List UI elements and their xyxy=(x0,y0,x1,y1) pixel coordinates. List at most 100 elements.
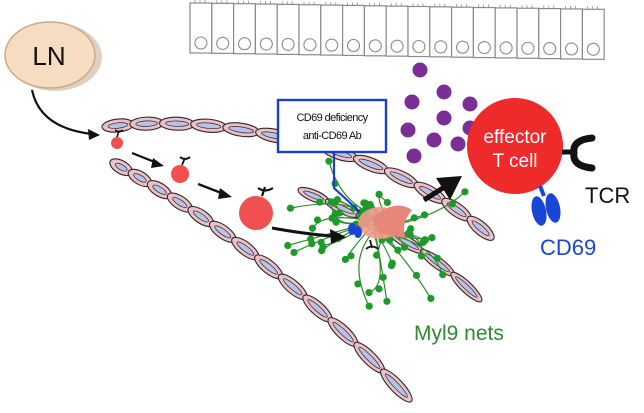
myl9-node xyxy=(307,235,315,243)
migration-arrowhead-3 xyxy=(330,229,346,244)
epithelial-nucleus xyxy=(325,38,339,52)
callout-box xyxy=(276,98,388,154)
myl9-node xyxy=(417,252,426,260)
migration-arrowhead-2 xyxy=(218,188,232,199)
binding-t-cell xyxy=(348,205,412,250)
tcr-receptor-cup xyxy=(570,134,596,172)
epithelial-nucleus xyxy=(281,37,295,51)
t-cell-small xyxy=(111,137,123,149)
vessel-nucleus xyxy=(455,276,478,298)
lymph-node-shape xyxy=(4,21,96,89)
myl9-node xyxy=(375,190,383,198)
epithelial-nucleus xyxy=(564,42,579,56)
cd69-receptor-lobe-b xyxy=(545,193,561,223)
myl9-node xyxy=(394,246,402,254)
tcr-cup-binding xyxy=(365,245,379,250)
migrating-cell-medium xyxy=(171,156,191,183)
myl9-node xyxy=(400,243,409,251)
vessel-nucleus xyxy=(358,346,381,369)
vessel-nucleus xyxy=(152,184,167,195)
epithelial-nucleus xyxy=(543,42,557,56)
myl9-node xyxy=(286,204,295,212)
epithelial-nucleus xyxy=(499,41,513,55)
vessel-nucleus xyxy=(332,322,354,343)
vessel-nucleus xyxy=(358,158,384,171)
myl9-node xyxy=(341,255,349,264)
cytokine-particle xyxy=(412,62,428,78)
cytokine-particle xyxy=(450,136,466,152)
vessel-nucleus xyxy=(259,259,278,275)
myl9-node xyxy=(373,251,381,259)
cytokine-particle xyxy=(426,132,442,148)
vessel-nucleus xyxy=(307,299,328,318)
vessel-nucleus xyxy=(389,171,413,185)
migrating-cell-small xyxy=(111,129,124,149)
myl9-node xyxy=(308,224,317,232)
activation-arrowhead xyxy=(436,176,462,200)
myl9-node xyxy=(375,285,383,293)
myl9-node xyxy=(420,211,429,219)
vessel-nucleus xyxy=(236,241,255,256)
ln-label: LN xyxy=(32,41,65,71)
vessel-nucleus xyxy=(196,122,222,130)
myl9-node xyxy=(410,214,418,222)
myl9-node xyxy=(318,247,326,255)
vessel-nucleus xyxy=(303,190,324,201)
myl9-node xyxy=(350,204,358,212)
vessel-nucleus xyxy=(283,278,303,296)
ln-exit-arrowhead xyxy=(88,129,100,140)
cytokine-particle xyxy=(404,94,420,110)
epithelium-layer xyxy=(189,0,605,60)
myl9-fiber xyxy=(358,230,374,307)
myl9-node xyxy=(404,229,413,237)
myl9-node xyxy=(354,280,362,288)
epithelial-nucleus xyxy=(455,40,470,54)
t-cell-large xyxy=(239,196,273,230)
vessel-nucleus xyxy=(214,225,232,239)
effector-t-cell-body xyxy=(467,98,563,194)
epithelial-nucleus xyxy=(368,39,382,53)
epithelial-nucleus xyxy=(259,37,273,51)
tcr-receptor-large xyxy=(260,186,267,197)
myl9-node xyxy=(421,236,429,244)
cd69-receptor-binding-b xyxy=(354,226,362,238)
myl9-node xyxy=(365,288,373,297)
vessel-nucleus xyxy=(384,373,408,398)
migration-arrow-3 xyxy=(271,226,333,238)
myl9-node xyxy=(388,259,396,267)
myl9-node xyxy=(427,294,435,303)
myl9-node xyxy=(379,273,387,281)
epithelial-nucleus xyxy=(521,41,535,55)
vessel-nucleus xyxy=(133,173,147,183)
ln-exit-arrow xyxy=(30,89,93,136)
epithelial-nucleus xyxy=(477,40,491,55)
cytokines xyxy=(400,62,478,164)
callout-text-line1: CD69 deficiency xyxy=(296,112,368,124)
tcr-label: TCR xyxy=(585,183,630,208)
myl9-node xyxy=(448,200,456,208)
myl9-node xyxy=(333,196,342,204)
lymph-node: LN xyxy=(4,21,102,91)
myl9-node xyxy=(347,252,355,260)
cytokine-particle xyxy=(406,148,422,164)
myl9-node xyxy=(428,234,436,242)
myl9-node xyxy=(383,297,391,305)
myl9-node xyxy=(328,214,336,222)
epithelial-nucleus xyxy=(303,38,317,52)
vessel-nucleus xyxy=(172,197,188,208)
myl9-node xyxy=(360,199,368,207)
epithelial-nucleus xyxy=(237,37,252,51)
cytokine-particle xyxy=(400,122,416,138)
effector-label-line2: T cell xyxy=(492,151,537,172)
myl9-fiber xyxy=(368,230,381,294)
epithelial-nucleus xyxy=(346,38,361,53)
myl9-node xyxy=(365,302,373,310)
binding-t-cell-protrusion xyxy=(372,205,412,238)
vessel-nucleus xyxy=(114,162,128,172)
tcr-cup-small xyxy=(114,129,124,133)
myl9-node xyxy=(383,198,392,207)
myl9-node xyxy=(439,270,447,279)
cytokine-particle xyxy=(436,110,452,126)
